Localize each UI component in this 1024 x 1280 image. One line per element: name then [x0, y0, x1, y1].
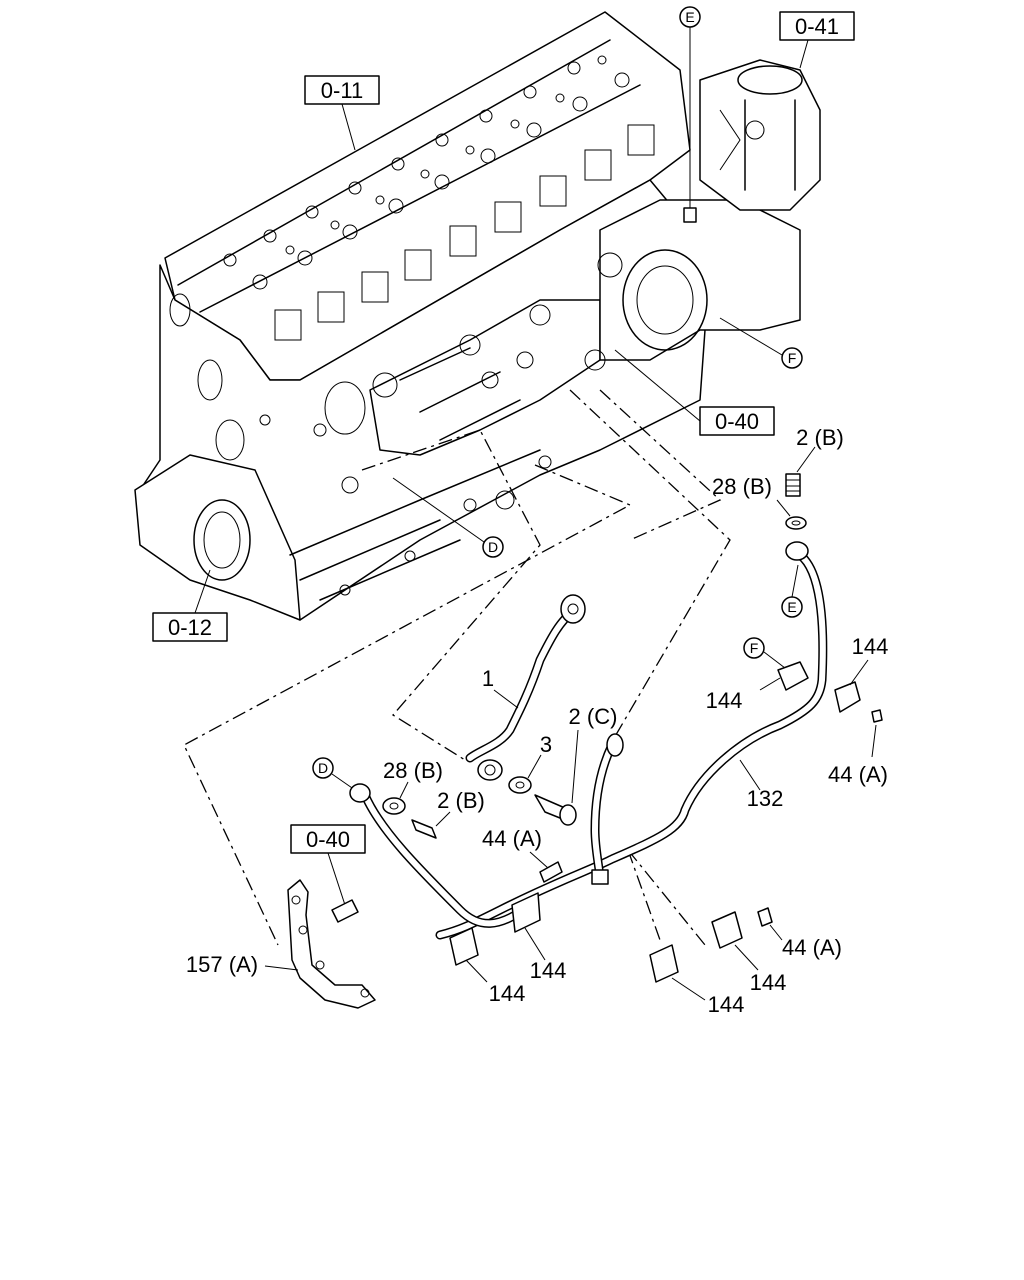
svg-text:0-40: 0-40: [306, 827, 350, 852]
svg-text:0-41: 0-41: [795, 14, 839, 39]
bolt-a-center: [539, 861, 563, 883]
svg-text:144: 144: [750, 970, 787, 995]
svg-text:2 (B): 2 (B): [796, 425, 844, 450]
clip-center: [511, 892, 541, 933]
svg-text:E: E: [787, 599, 796, 615]
svg-text:2 (B): 2 (B): [437, 788, 485, 813]
ref-box-crankcase: 0-12: [152, 612, 228, 642]
svg-text:144: 144: [489, 981, 526, 1006]
svg-text:44 (A): 44 (A): [782, 935, 842, 960]
marker-e-top: E: [679, 6, 701, 28]
svg-text:D: D: [488, 539, 498, 555]
ref-box-pump: 0-40: [699, 406, 775, 436]
svg-text:132: 132: [747, 786, 784, 811]
svg-text:1: 1: [482, 666, 494, 691]
marker-f-clip: F: [743, 637, 765, 659]
banjo-bolt-lower: [411, 819, 437, 839]
bracket-157a: [287, 879, 376, 1009]
ref-box-filter: 0-41: [779, 11, 855, 41]
svg-text:144: 144: [708, 992, 745, 1017]
marker-f-top: F: [781, 347, 803, 369]
banjo-bolt-upper: [785, 473, 801, 497]
svg-text:144: 144: [706, 688, 743, 713]
svg-text:0-12: 0-12: [168, 615, 212, 640]
svg-text:D: D: [318, 760, 328, 776]
assembly-guide-lines: [183, 389, 731, 946]
svg-text:0-11: 0-11: [321, 78, 363, 103]
clip-left: [449, 927, 479, 966]
svg-text:144: 144: [852, 634, 889, 659]
ref-box-block: 0-11: [304, 75, 380, 105]
marker-d-top: D: [482, 536, 504, 558]
svg-text:44 (A): 44 (A): [482, 826, 542, 851]
engine-block-illustration: [134, 11, 821, 621]
svg-text:0-40: 0-40: [715, 409, 759, 434]
svg-text:28 (B): 28 (B): [712, 474, 772, 499]
ref-box-bracket: 0-40: [290, 824, 366, 854]
marker-d-lower: D: [312, 757, 334, 779]
washer-lower: [382, 797, 406, 815]
fuel-pipe-132: [349, 541, 828, 940]
svg-text:E: E: [685, 9, 694, 25]
svg-text:3: 3: [540, 732, 552, 757]
clip-right-lower: [711, 907, 773, 949]
svg-text:44 (A): 44 (A): [828, 762, 888, 787]
svg-text:144: 144: [530, 958, 567, 983]
clip-right-upper: [834, 681, 883, 723]
svg-text:F: F: [750, 640, 759, 656]
clip-bottom: [649, 944, 679, 983]
svg-text:28 (B): 28 (B): [383, 758, 443, 783]
clip-left-upper: [777, 661, 809, 691]
marker-e-pipe: E: [781, 596, 803, 618]
fuel-pipe-1: [465, 594, 586, 781]
svg-text:2 (C): 2 (C): [569, 704, 618, 729]
svg-text:157 (A): 157 (A): [186, 952, 258, 977]
svg-text:F: F: [788, 350, 797, 366]
banjo-bolt-c: [534, 794, 577, 826]
washer-3: [508, 776, 532, 794]
washer-upper: [785, 516, 807, 530]
